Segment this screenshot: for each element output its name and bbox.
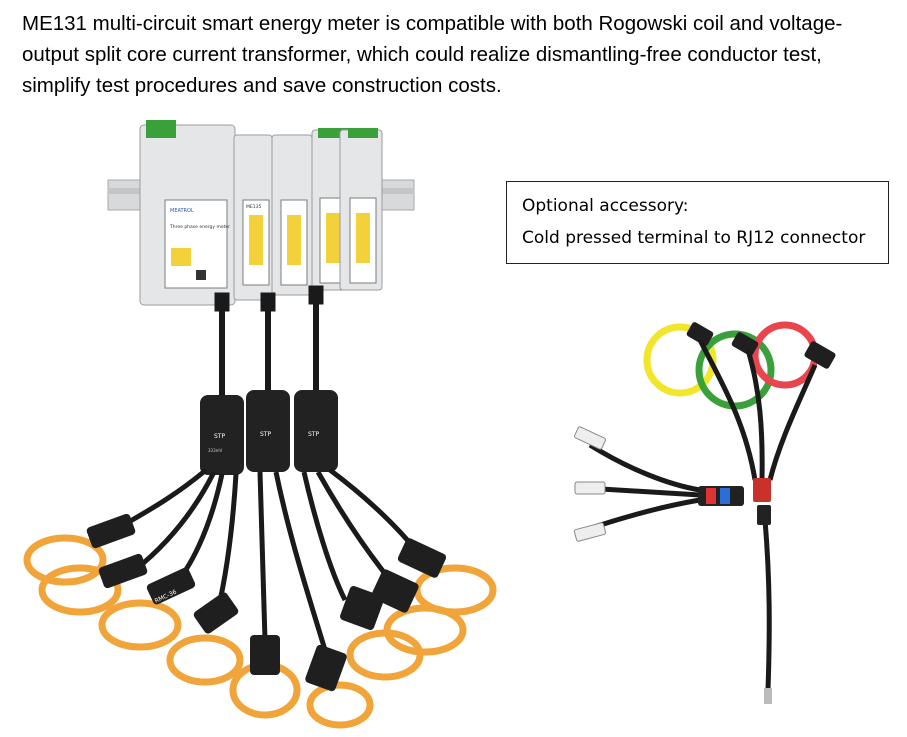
accessory-coils [643, 321, 819, 410]
meter-label: Three phase energy meter [169, 224, 230, 230]
meter-cables [214, 285, 324, 400]
meter-brand: MEATROL [170, 208, 194, 214]
optional-accessory-callout: Optional accessory: Cold pressed termina… [506, 181, 889, 264]
adapter-spec: 333mV [208, 448, 223, 453]
accessory-coil-heads [686, 322, 836, 369]
stp-adapter-2: STP [246, 390, 290, 472]
callout-title: Optional accessory: [522, 196, 689, 216]
accessory-connectors [573, 426, 772, 704]
module-label: ME135 [246, 204, 261, 210]
energy-meter: MEATROL Three phase energy meter ME135 [139, 120, 383, 306]
stp-adapter-3: STP [294, 390, 338, 472]
ce-mark-icon [196, 270, 206, 280]
stp-adapter-1: STP 333mV [200, 395, 244, 475]
coil-heads: RMC-36 [86, 513, 447, 692]
accessory-cables [584, 338, 818, 691]
svg-text:STP: STP [308, 431, 319, 438]
intro-paragraph: ME131 multi-circuit smart energy meter i… [22, 12, 843, 97]
adapter-label: STP [214, 433, 225, 440]
svg-text:STP: STP [260, 431, 271, 438]
callout-description: Cold pressed terminal to RJ12 connector [522, 228, 866, 248]
